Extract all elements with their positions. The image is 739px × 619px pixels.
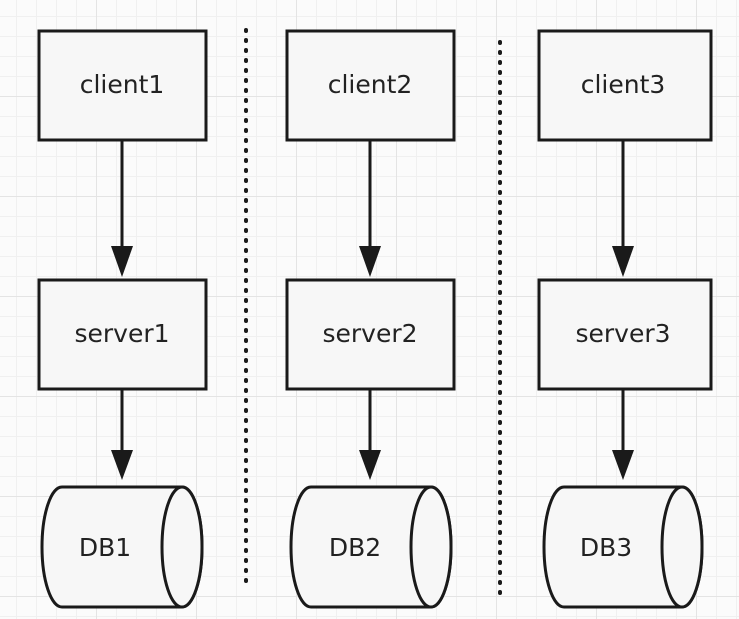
database-label: DB3 (580, 533, 632, 562)
client-label: client3 (581, 70, 666, 99)
server-db-arrow (612, 389, 634, 480)
database-node: DB1 (40, 485, 204, 609)
database-label: DB1 (79, 533, 131, 562)
server-db-arrow (359, 389, 381, 480)
database-label: DB2 (329, 533, 381, 562)
client-server-arrow (612, 140, 634, 277)
server-label: server3 (575, 319, 670, 348)
column-2: client2 server2 DB2 (285, 29, 456, 609)
server-node: server2 (285, 278, 456, 391)
column-1: client1 server1 DB1 (37, 29, 208, 609)
database-node: DB3 (542, 485, 704, 609)
client-label: client1 (80, 70, 165, 99)
column-3: client3 server3 DB3 (537, 29, 713, 609)
server-node: server3 (537, 278, 713, 391)
client-node: client2 (285, 29, 456, 142)
server-label: server2 (322, 319, 417, 348)
client-server-arrow (359, 140, 381, 277)
server-db-arrow (111, 389, 133, 480)
server-label: server1 (74, 319, 169, 348)
client-node: client3 (537, 29, 713, 142)
client-server-arrow (111, 140, 133, 277)
database-node: DB2 (289, 485, 453, 609)
client-node: client1 (37, 29, 208, 142)
client-label: client2 (328, 70, 413, 99)
server-node: server1 (37, 278, 208, 391)
